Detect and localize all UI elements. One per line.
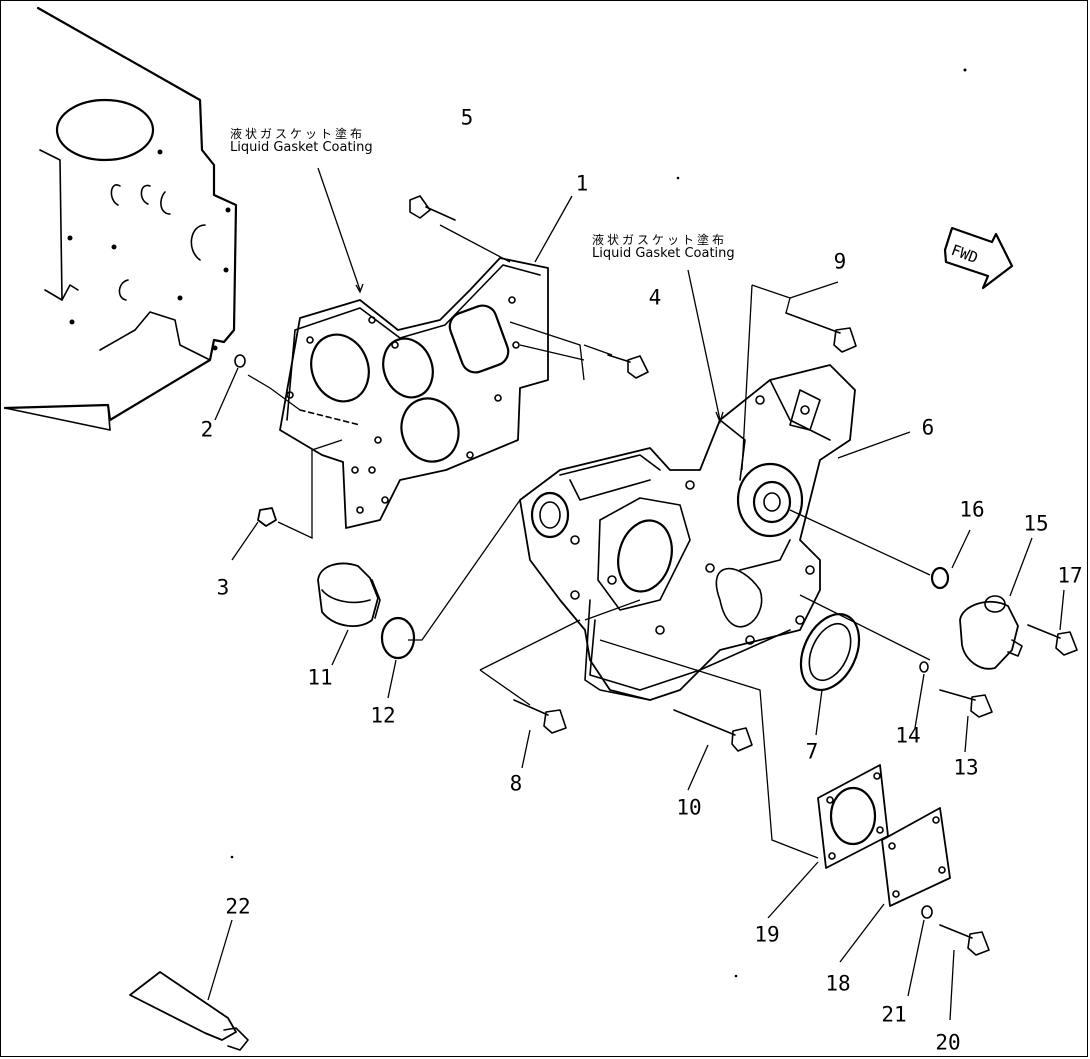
part-number-11: 11 [307,665,333,690]
part-number-18: 18 [825,971,851,996]
fwd-arrow [943,226,1014,290]
gasket-note-left-en: Liquid Gasket Coating [230,139,373,155]
part-number-21: 21 [881,1002,907,1027]
front-cover-housing [519,364,856,701]
gasket-note-right-jp: 液状ガスケット塗布 [592,233,728,247]
cover-plates [817,764,951,907]
leader-lines [207,167,1065,1021]
part-number-16: 16 [959,497,985,522]
part-number-4: 4 [648,285,662,310]
part-number-19: 19 [754,922,780,947]
gasket-tube [129,971,249,1051]
gasket-note-left-jp: 液状ガスケット塗布 [230,127,366,141]
small-parts [234,354,950,919]
part-number-13: 13 [953,755,979,780]
part-number-1: 1 [575,171,589,196]
part-number-10: 10 [676,795,702,820]
part-number-8: 8 [509,771,523,796]
cap-and-oring [317,562,416,660]
part-number-7: 7 [805,739,819,764]
gasket-plate [279,257,549,529]
sensor-unit [959,595,1023,670]
bolts [409,195,1078,956]
part-number-14: 14 [895,723,921,748]
gasket-note-left: 液状ガスケット塗布 Liquid Gasket Coating [230,128,373,154]
part-number-22: 22 [225,894,251,919]
part-number-20: 20 [935,1030,961,1055]
engine-block [3,6,238,431]
oil-seal [799,613,861,691]
part-number-12: 12 [370,703,396,728]
part-number-15: 15 [1023,511,1049,536]
stray-marks [230,68,967,978]
part-number-5: 5 [460,105,474,130]
part-number-2: 2 [200,417,214,442]
part-number-9: 9 [833,249,847,274]
part-number-3: 3 [216,575,230,600]
part-number-6: 6 [921,415,935,440]
gasket-note-right-en: Liquid Gasket Coating [592,245,735,261]
part-number-17: 17 [1057,563,1083,588]
gasket-note-right: 液状ガスケット塗布 Liquid Gasket Coating [592,234,735,260]
